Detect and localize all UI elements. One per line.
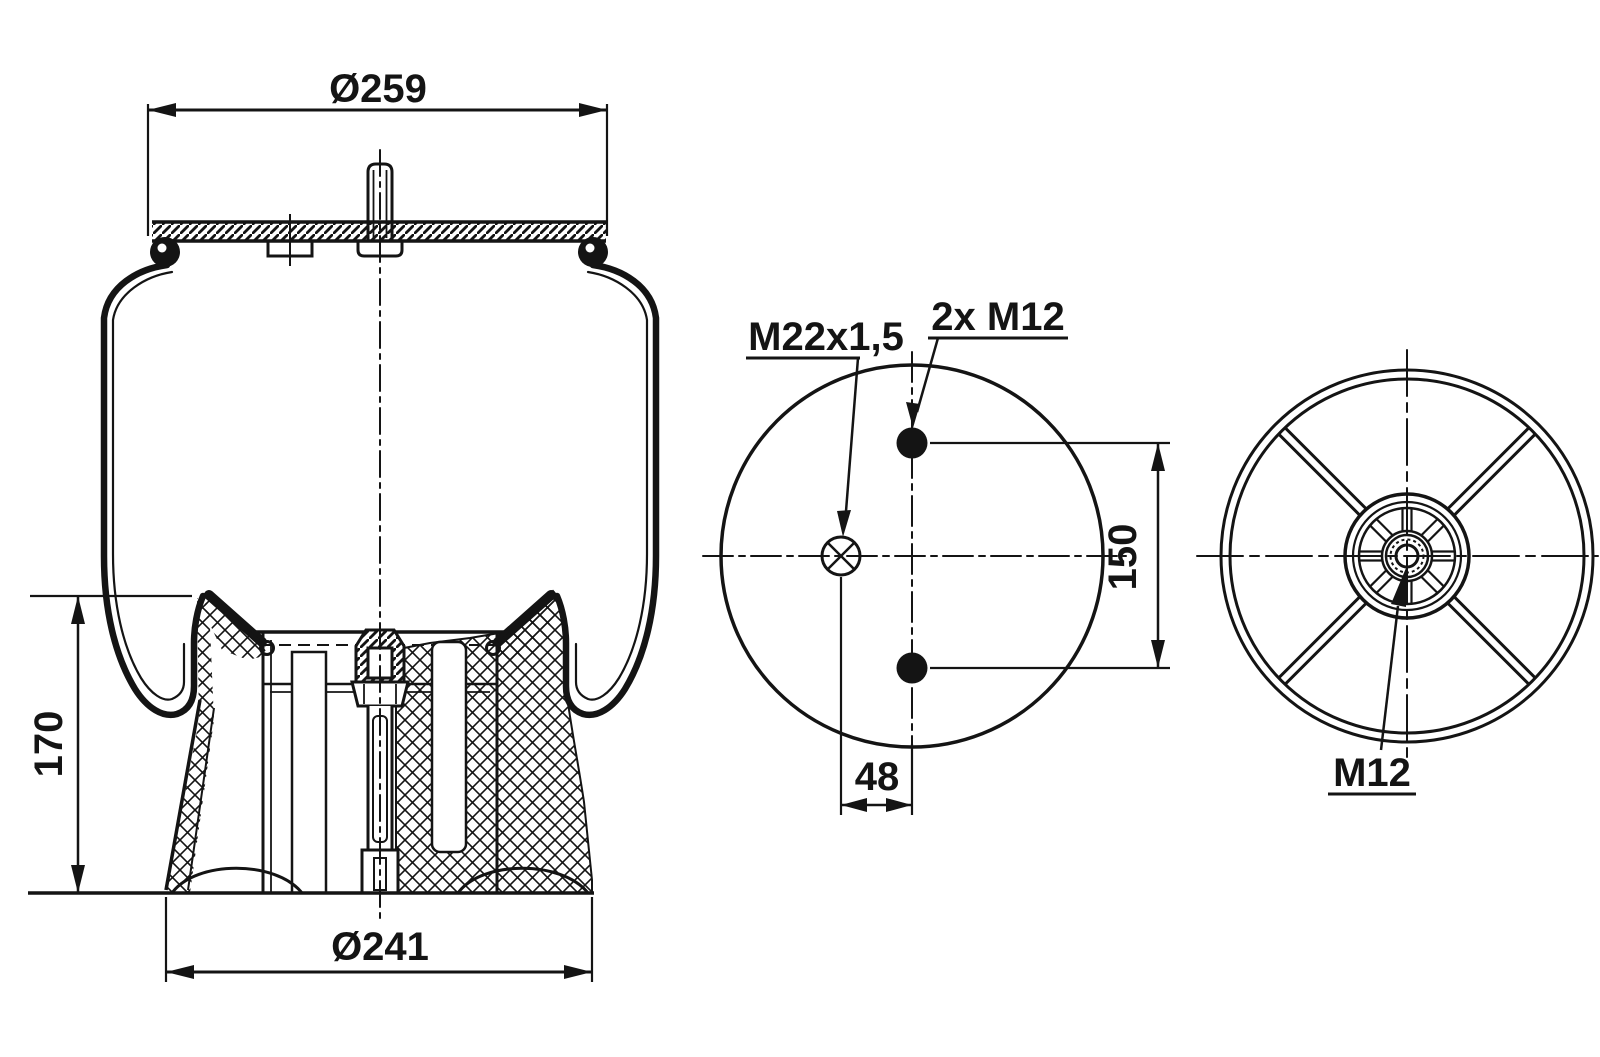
skirt-left-outer: [164, 699, 202, 891]
rib: [1369, 524, 1387, 543]
dim-stud-spacing-label: 150: [1101, 524, 1145, 591]
rib: [1375, 518, 1394, 536]
skirt-left-inner: [187, 707, 215, 891]
studs-label: 2x M12: [931, 295, 1064, 339]
air-port-label: M22x1,5: [748, 315, 904, 359]
side-section-view: Ø259: [27, 67, 660, 982]
bellows-right-inner: [574, 270, 649, 701]
spoke-ne: [1446, 427, 1530, 511]
relief-slot-right: [430, 640, 468, 854]
spoke-nw: [1284, 427, 1368, 511]
bellows-left-inner: [111, 270, 186, 701]
bottom-stud-callout: M12: [1328, 568, 1416, 796]
air-port-symbol: [820, 535, 862, 577]
spoke-se: [1446, 601, 1530, 685]
arrowhead-left: [841, 798, 867, 812]
leader-line: [915, 337, 940, 413]
piston: [28, 589, 594, 895]
arrowhead-up: [71, 596, 85, 624]
piston-left-wall-hatch: [197, 598, 214, 720]
studs-callout: 2x M12: [906, 295, 1068, 428]
center-boss-circle: [1384, 533, 1430, 579]
leader-line: [843, 357, 860, 525]
bottom-stud-label: M12: [1333, 751, 1411, 795]
arrowhead-right: [886, 798, 912, 812]
bead-right-hole: [585, 243, 595, 253]
piston-bottom-view: M12: [1196, 349, 1599, 796]
thread-circle: [1389, 538, 1425, 574]
leader-arrowhead: [837, 510, 851, 537]
top-plan-view: M22x1,5 2x M12 150 48: [702, 295, 1170, 815]
arrowhead-down: [1151, 640, 1165, 668]
hub-inner-circle: [1351, 500, 1463, 612]
horn-right-bar-core: [500, 596, 551, 643]
base-arch-right: [456, 866, 590, 894]
stud-hole-top: [896, 427, 928, 459]
arrowhead-right: [564, 965, 592, 979]
stud-flange: [356, 239, 404, 258]
leader-line: [1379, 605, 1400, 751]
bellows: [100, 261, 660, 719]
stud-hole-bottom: [896, 652, 928, 684]
hub: [1343, 492, 1471, 620]
horn-left-pivot: [259, 640, 275, 656]
dimension-piston-diameter: Ø241: [164, 897, 594, 982]
spoke-sw: [1278, 595, 1362, 679]
dimension-stud-spacing: 150: [930, 441, 1170, 670]
spoke-ne: [1452, 433, 1536, 517]
bead-left: [150, 237, 180, 267]
arrowhead-right: [579, 103, 607, 117]
center-hole: [1394, 543, 1420, 569]
boss-nut: [350, 680, 410, 708]
rib: [1427, 524, 1445, 543]
rib: [1427, 569, 1445, 588]
leader-wedge: [1391, 568, 1406, 607]
bead-right: [578, 237, 608, 267]
arrowhead-up: [1151, 443, 1165, 471]
spoke-sw: [1284, 601, 1368, 685]
rib: [1420, 576, 1439, 594]
bellows-right-outer: [553, 261, 660, 719]
bead-left-hole: [157, 243, 167, 253]
port-circle: [820, 535, 862, 577]
rib: [1369, 569, 1387, 588]
dim-piston-height-label: 170: [27, 711, 71, 778]
top-plate-hatch: [152, 222, 606, 241]
arrowhead-left: [166, 965, 194, 979]
hub-outer-circle: [1343, 492, 1471, 620]
dimension-piston-height: 170: [27, 596, 85, 893]
hub-web-inner: [1380, 529, 1434, 583]
dim-port-offset-label: 48: [855, 755, 900, 799]
hub-web-outer: [1357, 506, 1457, 606]
dimension-port-offset: 48: [839, 577, 914, 815]
piston-left-skirt-hatch: [166, 720, 214, 893]
dim-piston-diameter-label: Ø241: [331, 925, 429, 969]
air-port-pocket: [266, 214, 314, 266]
arrowhead-down: [71, 865, 85, 893]
spoke-se: [1452, 595, 1536, 679]
dimension-top-diameter: Ø259: [146, 67, 609, 236]
bellows-left-outer: [100, 261, 207, 719]
port-cross: [826, 541, 856, 571]
relief-slot-left: [290, 650, 328, 895]
horn-right-pivot: [485, 640, 501, 656]
base-arch-left: [170, 866, 304, 894]
spokes: [1278, 427, 1536, 685]
horn-left-bar-core: [209, 596, 260, 643]
arrowhead-left: [148, 103, 176, 117]
air-port-callout: M22x1,5: [746, 315, 904, 537]
rib: [1420, 518, 1439, 536]
rib: [1375, 576, 1394, 594]
leader-arrowhead: [906, 402, 920, 428]
spoke-nw: [1278, 433, 1362, 517]
dim-top-diameter-label: Ø259: [329, 67, 427, 111]
